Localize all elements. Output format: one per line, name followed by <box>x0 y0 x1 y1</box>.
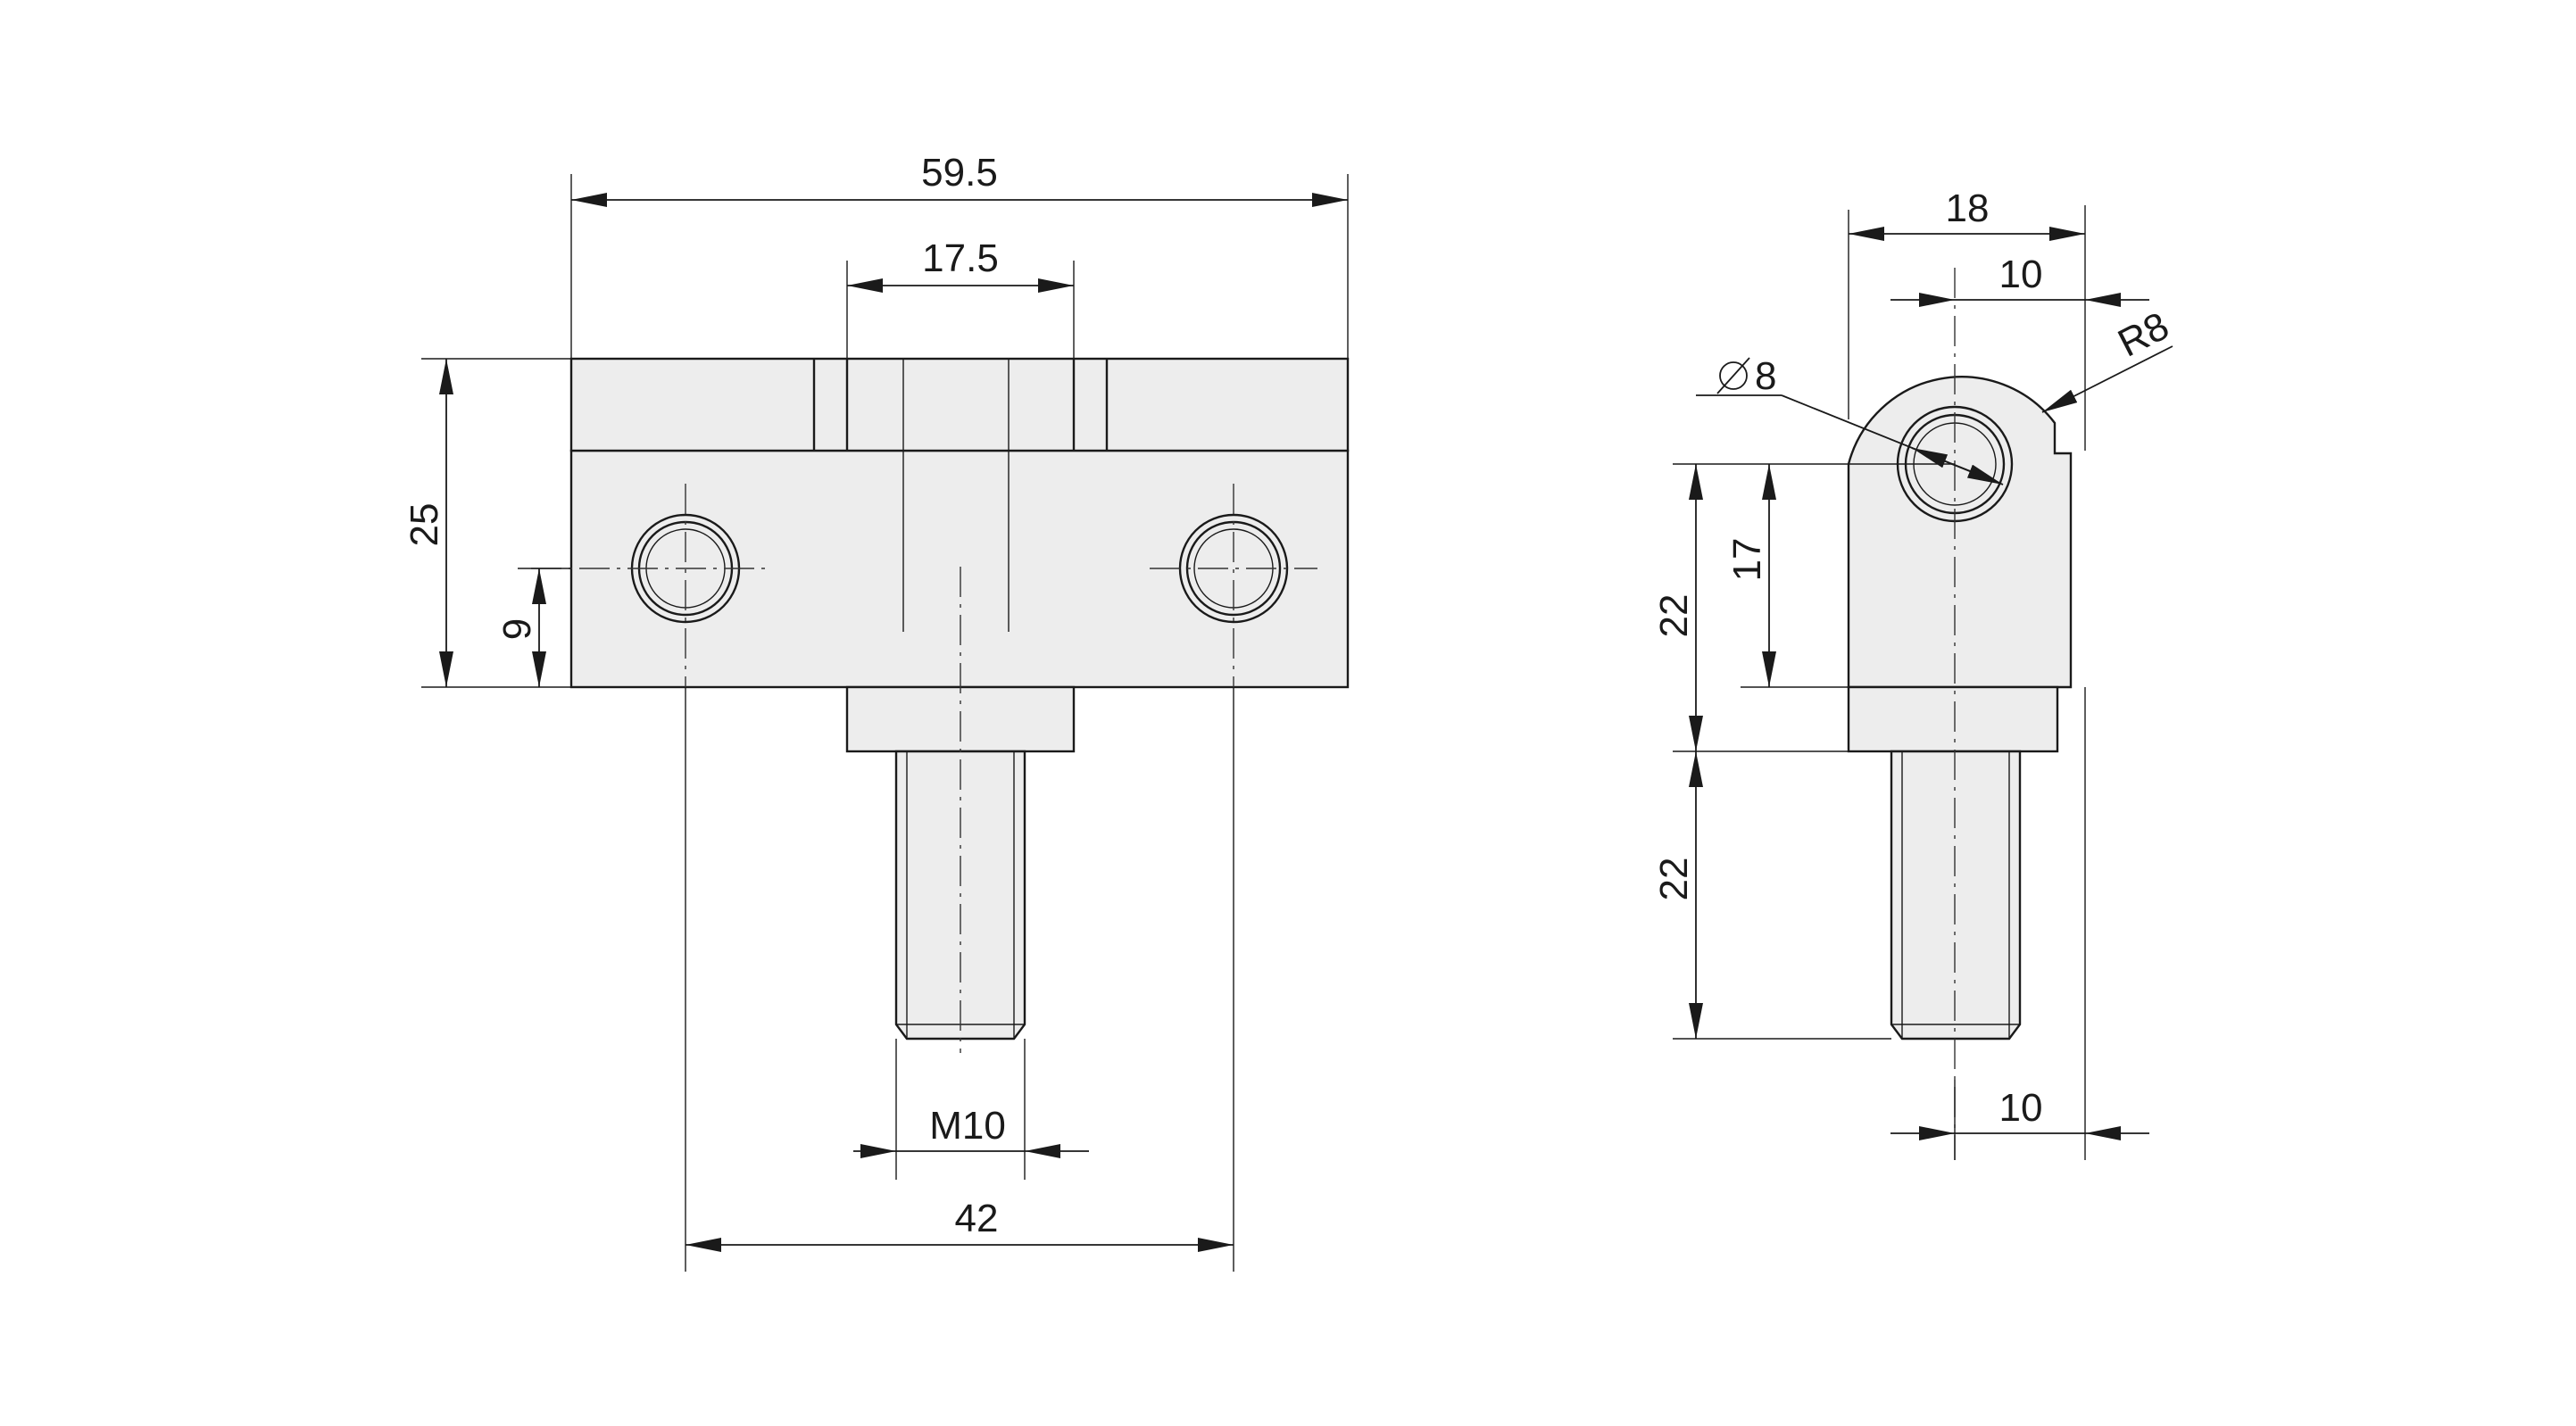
dim-lower-height-label: 22 <box>1652 858 1696 901</box>
dim-thread-label: M10 <box>929 1104 1006 1148</box>
front-slot-detail <box>812 359 1109 632</box>
dim-hole-height-label: 9 <box>495 618 539 640</box>
front-view: 59.5 17.5 25 9 M10 42 <box>403 151 1350 1272</box>
dim-radius-label: R8 <box>2111 303 2175 365</box>
dim-height-label: 25 <box>403 503 446 547</box>
side-threaded-shaft <box>1890 750 2022 1040</box>
dim-side-width-label: 18 <box>1946 187 1990 230</box>
front-right-hole <box>1150 484 1317 687</box>
dim-slot-width-label: 17.5 <box>922 236 999 280</box>
side-neck <box>1847 685 2059 753</box>
dim-upper-height-label: 22 <box>1652 594 1696 638</box>
dim-line-radius-leader <box>2041 345 2173 413</box>
diameter-symbol-icon <box>1716 357 1750 394</box>
dim-overall-width-label: 59.5 <box>921 151 998 195</box>
dim-bore-height-label: 17 <box>1725 538 1769 582</box>
side-view: 18 10 R8 8 17 22 22 10 <box>1652 187 2176 1160</box>
dim-line-bore-inner-arrow <box>1911 447 2000 484</box>
dim-top-offset-label: 10 <box>1999 253 2043 296</box>
dim-bottom-offset-label: 10 <box>1999 1086 2043 1130</box>
dim-bore-diameter-label: 8 <box>1755 354 1776 398</box>
front-body-top-strip <box>569 357 1350 452</box>
front-left-hole <box>531 484 769 687</box>
dim-hole-spacing-label: 42 <box>955 1197 999 1240</box>
